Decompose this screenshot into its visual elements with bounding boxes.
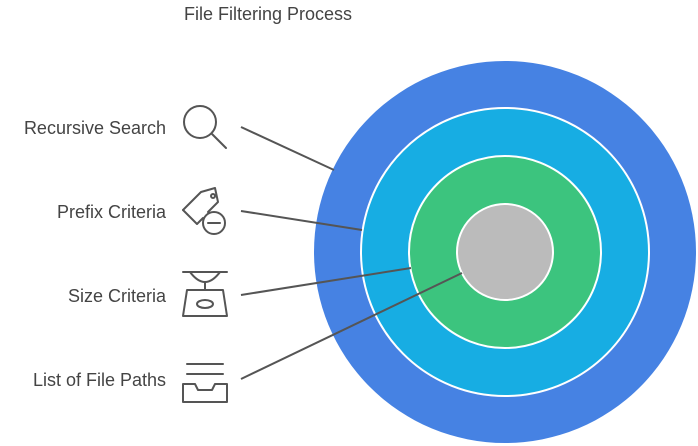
label-list-of-file-paths: List of File Paths: [33, 370, 166, 390]
leader-line-list-of-file-paths: [240, 272, 463, 380]
leader-lines: [240, 126, 463, 380]
leader-line-size-criteria: [240, 267, 412, 296]
leader-line-recursive-search: [240, 126, 335, 171]
diagram-title: File Filtering Process: [184, 4, 352, 24]
label-prefix-criteria: Prefix Criteria: [57, 202, 167, 222]
leader-line-prefix-criteria: [240, 210, 363, 231]
label-recursive-search: Recursive Search: [24, 118, 166, 138]
layer-labels: Recursive Search Prefix Criteria Size Cr…: [24, 118, 167, 390]
concentric-rings: [314, 61, 696, 443]
tag-minus-icon: [182, 187, 226, 235]
scale-icon: [182, 271, 228, 317]
inbox-tray-icon: [182, 363, 228, 403]
label-size-criteria: Size Criteria: [68, 286, 167, 306]
magnifier-icon: [183, 105, 227, 149]
ring-core-list-of-file-paths: [456, 203, 554, 301]
